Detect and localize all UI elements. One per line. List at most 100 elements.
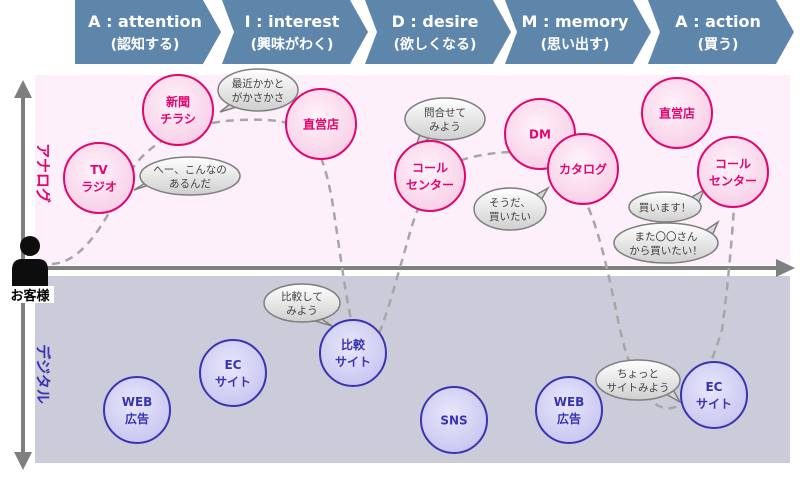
stage-2: I : interest(興味がわく): [222, 0, 368, 64]
analog-zone-label: アナログ: [34, 143, 52, 203]
bubble-text: みよう: [429, 121, 461, 133]
bubble-text: へー、こんなの: [153, 164, 226, 176]
touchpoint-sns: SNS: [420, 386, 488, 454]
customer-label-bg: [6, 286, 54, 303]
touchpoint-label: コール: [715, 157, 751, 171]
touchpoint-label: WEB: [122, 395, 153, 409]
customer-icon: [12, 236, 48, 292]
speech-bubble-b6: 買います！: [628, 188, 706, 223]
touchpoint-label: サイト: [696, 397, 732, 411]
digital-zone-label: デジタル: [34, 344, 52, 404]
speech-bubbles: へー、こんなのあるんだ最近かかとがかさかさ比較してみよう問合せてみようそうだ、買…: [133, 68, 720, 405]
axis-arrow-up-icon: [14, 80, 32, 98]
bubble-text: 比較して: [281, 290, 323, 303]
touchpoint-circle: [63, 142, 135, 214]
touchpoint-circle: [142, 74, 214, 146]
touchpoint-label: 広告: [125, 411, 149, 426]
bubble-text: 最近かかと: [232, 77, 285, 90]
touchpoint-label: 比較: [341, 337, 366, 352]
bubble-body: [628, 191, 702, 223]
touchpoint-tv: TV ラジオ: [63, 142, 135, 214]
bubble-body: [217, 68, 299, 112]
bubble-text: あるんだ: [169, 178, 211, 190]
stage-subtitle: (買う): [698, 37, 739, 53]
bubble-text: 問合せて: [424, 106, 466, 119]
touchpoint-label: 新聞: [166, 94, 190, 109]
stage-chevron-shape: [648, 0, 794, 64]
touchpoint-catalog: カタログ: [547, 133, 619, 205]
bubble-body: [473, 187, 547, 231]
touchpoint-store2: 直営店: [641, 77, 713, 149]
stage-title: D : desire: [392, 12, 479, 31]
touchpoint-label: TV: [90, 163, 108, 177]
touchpoint-circle: [641, 77, 713, 149]
stage-title: A : attention: [88, 12, 202, 31]
bubble-text: また〇〇さん: [635, 231, 698, 243]
bubble-text: サイトみよう: [607, 382, 670, 394]
touchpoint-label: 直営店: [303, 116, 339, 131]
touchpoint-label: EC: [224, 358, 241, 372]
stage-subtitle: (欲しくなる): [394, 36, 477, 53]
touchpoint-circle: [103, 376, 171, 444]
touchpoint-ec1: EC サイト: [199, 339, 267, 407]
touchpoint-ec2: EC サイト: [680, 361, 748, 429]
touchpoint-label: DM: [529, 127, 551, 141]
touchpoint-label: EC: [705, 380, 722, 394]
touchpoint-label: サイト: [335, 355, 371, 369]
touchpoint-circle: [547, 133, 619, 205]
stage-1: A : attention (認知する): [75, 0, 221, 64]
stage-title: A : action: [675, 12, 761, 31]
touchpoint-label: WEB: [554, 395, 585, 409]
speech-bubble-b5: そうだ、買いたい: [473, 185, 551, 231]
touchpoint-label: サイト: [215, 375, 251, 389]
stage-subtitle: (興味がわく): [251, 36, 334, 53]
touchpoint-label: センター: [709, 174, 757, 188]
axis-arrow-right-icon: [776, 259, 795, 277]
bubble-text: みよう: [286, 305, 318, 317]
stage-3: D : desire (欲しくなる): [365, 0, 511, 64]
bubble-text: から買いたい！: [629, 245, 703, 257]
touchpoint-circle: [394, 140, 466, 212]
stage-title: M : memory: [522, 12, 630, 31]
stage-subtitle: (思い出す): [541, 36, 610, 53]
stage-4: M : memory (思い出す): [505, 0, 651, 64]
bubble-text: 買います！: [639, 202, 692, 214]
touchpoint-store1: 直営店: [285, 88, 357, 160]
touchpoint-web2: WEB 広告: [535, 376, 603, 444]
stage-chevron-shape: [505, 0, 651, 64]
stage-chevron-shape: [222, 0, 368, 64]
stage-headers: A : attention(認知する)I : interest(興味がわく)D …: [75, 0, 794, 64]
touchpoint-label: コール: [412, 161, 448, 175]
bubble-text: がかさかさ: [232, 91, 285, 104]
touchpoint-label: 広告: [557, 411, 581, 426]
touchpoint-label: チラシ: [160, 112, 196, 126]
touchpoint-circle: [420, 386, 488, 454]
touchpoint-label: ラジオ: [81, 180, 117, 194]
axis-arrow-down-icon: [14, 452, 32, 470]
stage-subtitle: (認知する): [111, 36, 180, 53]
touchpoint-label: 直営店: [659, 105, 695, 120]
stage-chevron-shape: [365, 0, 511, 64]
bubble-body: [613, 222, 719, 264]
stage-chevron-shape: [75, 0, 221, 64]
touchpoints: TVラジオ新聞チラシ直営店コールセンターDMカタログ直営店コールセンターWEB広…: [63, 74, 769, 454]
bubble-body: [263, 283, 341, 323]
touchpoint-label: センター: [406, 178, 454, 192]
bubble-text: そうだ、: [489, 197, 531, 209]
customer-label: お客様: [10, 288, 50, 304]
bubble-body: [139, 156, 241, 196]
touchpoint-label: SNS: [440, 413, 467, 427]
bubble-text: ちょっと: [617, 368, 659, 380]
stage-5: A : action (買う): [648, 0, 794, 64]
